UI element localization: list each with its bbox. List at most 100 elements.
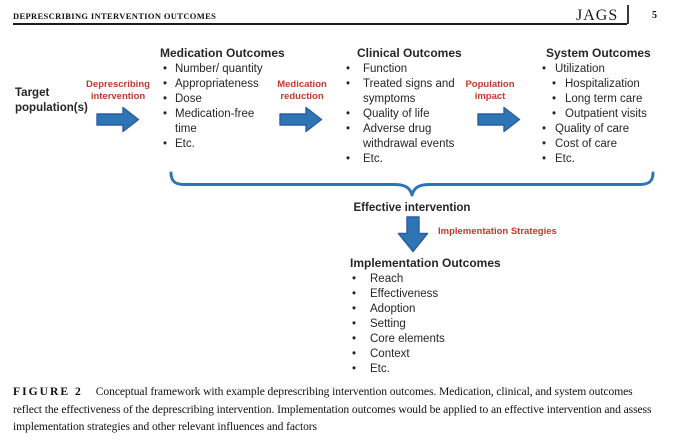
list-item: Adverse drug withdrawal events — [345, 122, 473, 152]
list-item: Quality of care — [538, 122, 651, 137]
item-text: Etc. — [363, 153, 383, 165]
item-text: Long term care — [565, 93, 643, 105]
item-text: Context — [370, 348, 410, 360]
running-header-title: DEPRESCRIBING INTERVENTION OUTCOMES — [13, 11, 217, 21]
column-title: Medication Outcomes — [160, 46, 285, 60]
bullet-icon — [158, 137, 175, 152]
list-item: Etc. — [345, 152, 473, 167]
caption-line: FIGURE 2 Conceptual framework with exampl… — [13, 383, 680, 401]
list-item: Function — [345, 62, 473, 77]
item-text: Reach — [370, 273, 404, 285]
page-number: 5 — [652, 10, 657, 21]
item-text: Quality of life — [363, 108, 430, 120]
bullet-icon — [350, 287, 370, 302]
list-item: Medication-free time — [158, 107, 285, 137]
medication-outcomes-column: Medication Outcomes Number/ quantity App… — [158, 46, 285, 152]
item-text: Hospitalization — [565, 78, 640, 90]
deprescribing-intervention-label: Deprescribing intervention — [82, 79, 154, 103]
clinical-outcomes-column: Clinical Outcomes Function Treated signs… — [345, 46, 473, 167]
list-item: Quality of life — [345, 107, 473, 122]
label-line: impact — [474, 91, 506, 102]
item-text: Utilization — [555, 63, 605, 75]
bullet-icon — [538, 152, 555, 167]
list-subitem: Hospitalization — [538, 77, 651, 92]
item-text: Dose — [175, 93, 202, 105]
list-item: Setting — [350, 317, 501, 332]
list-subitem: Long term care — [538, 92, 651, 107]
list-item: Dose — [158, 92, 285, 107]
bullet-icon — [350, 347, 370, 362]
bullet-icon — [158, 62, 175, 77]
system-outcomes-column: System Outcomes Utilization Hospitalizat… — [538, 46, 651, 167]
bullet-icon — [538, 137, 555, 152]
label-line: intervention — [90, 91, 146, 102]
bullet-icon — [345, 152, 363, 167]
item-text: Treated signs and symptoms — [363, 78, 455, 105]
column-title: Clinical Outcomes — [357, 46, 462, 60]
label-line: Medication — [277, 79, 327, 90]
effective-intervention-label: Effective intervention — [353, 202, 471, 214]
item-text: Medication-free time — [175, 108, 255, 135]
bullet-icon — [345, 122, 363, 152]
label-line: reduction — [280, 91, 324, 102]
bullet-icon — [345, 77, 363, 107]
bullet-icon — [538, 107, 565, 122]
item-text: Etc. — [370, 363, 390, 375]
item-text: Number/ quantity — [175, 63, 263, 75]
item-text: Quality of care — [555, 123, 630, 135]
figure-caption: FIGURE 2 Conceptual framework with exampl… — [13, 383, 680, 436]
header-divider-bar — [627, 5, 629, 24]
implementation-strategies-label: Implementation Strategies — [438, 226, 557, 237]
figure-label: FIGURE 2 — [13, 385, 83, 398]
item-text: Function — [363, 63, 408, 75]
bullet-icon — [350, 272, 370, 287]
caption-line: implementation strategies and other rele… — [13, 420, 317, 433]
item-text: Etc. — [555, 153, 575, 165]
list-item: Treated signs and symptoms — [345, 77, 473, 107]
curly-brace — [169, 171, 655, 197]
bullet-icon — [350, 317, 370, 332]
item-text: Setting — [370, 318, 406, 330]
item-text: Effectiveness — [370, 288, 439, 300]
target-population-label: Target population(s) — [15, 86, 88, 115]
target-line2: population(s) — [15, 101, 88, 114]
item-text: Cost of care — [555, 138, 617, 150]
population-impact-label: Population impact — [458, 79, 522, 103]
list-item: Reach — [350, 272, 501, 287]
right-arrow-icon — [279, 106, 323, 133]
bullet-icon — [158, 92, 175, 107]
bullet-icon — [538, 92, 565, 107]
list-item: Core elements — [350, 332, 501, 347]
column-title: Implementation Outcomes — [350, 256, 501, 270]
list-item: Etc. — [350, 362, 501, 377]
list-item: Utilization — [538, 62, 651, 77]
caption-text: Conceptual framework with example depres… — [95, 385, 633, 398]
list-item: Etc. — [538, 152, 651, 167]
caption-line: reflect the effectiveness of the depresc… — [13, 402, 652, 416]
down-arrow-icon — [397, 216, 429, 253]
list-item: Context — [350, 347, 501, 362]
bullet-icon — [538, 122, 555, 137]
list-item: Cost of care — [538, 137, 651, 152]
bullet-icon — [350, 302, 370, 317]
label-line: Deprescribing — [86, 79, 150, 90]
bullet-icon — [158, 107, 175, 137]
bullet-icon — [345, 62, 363, 77]
right-arrow-icon — [477, 106, 521, 133]
item-text: Appropriateness — [175, 78, 259, 90]
item-text: Outpatient visits — [565, 108, 647, 120]
right-arrow-icon — [96, 106, 140, 133]
implementation-outcomes-column: Implementation Outcomes Reach Effectiven… — [350, 256, 501, 377]
target-line1: Target — [15, 87, 50, 99]
bullet-icon — [350, 332, 370, 347]
item-text: Etc. — [175, 138, 195, 150]
label-line: Population — [465, 79, 515, 90]
list-item: Effectiveness — [350, 287, 501, 302]
list-item: Number/ quantity — [158, 62, 285, 77]
bullet-icon — [350, 362, 370, 377]
column-title: System Outcomes — [546, 46, 651, 60]
item-text: Adoption — [370, 303, 416, 315]
list-subitem: Outpatient visits — [538, 107, 651, 122]
bullet-icon — [538, 62, 555, 77]
